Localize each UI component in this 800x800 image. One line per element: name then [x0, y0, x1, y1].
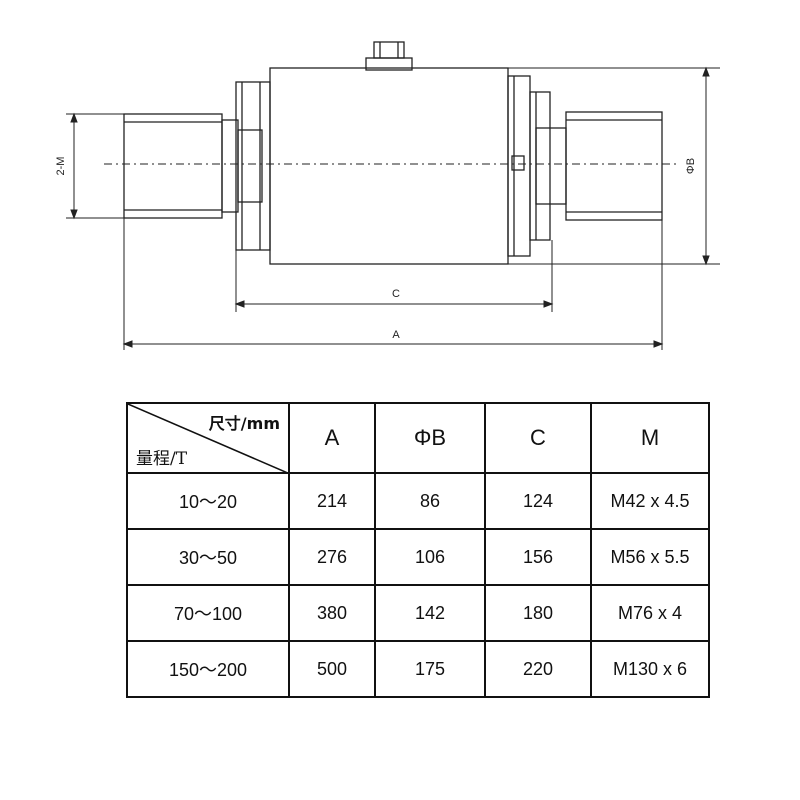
left-flange [235, 81, 271, 251]
cell-b: 86 [374, 472, 486, 530]
left-collar [237, 129, 263, 203]
dim-label-a: A [392, 329, 400, 341]
cell-m: M76 x 4 [590, 584, 710, 642]
cell-b: 175 [374, 640, 486, 698]
cell-a: 500 [288, 640, 376, 698]
top-nut-cap [373, 41, 405, 59]
corner-label-range: 量程/T [136, 449, 188, 469]
corner-label-dimensions: 尺寸/mm [208, 414, 280, 433]
spec-table: 尺寸/mm 量程/T A ΦB C M 10～20 214 86 124 M42… [126, 402, 710, 698]
cell-m: M130 x 6 [590, 640, 710, 698]
dim-label-b: ΦB [685, 158, 697, 174]
header-a: A [288, 402, 376, 474]
cell-c: 156 [484, 528, 592, 586]
technical-drawing: 2-M ΦB C A [55, 41, 720, 350]
cell-b: 142 [374, 584, 486, 642]
cell-range: 150～200 [126, 640, 290, 698]
table-corner-cell: 尺寸/mm 量程/T [126, 402, 290, 474]
cell-a: 380 [288, 584, 376, 642]
right-flange-2 [529, 91, 551, 241]
right-collar [535, 127, 567, 205]
header-c: C [484, 402, 592, 474]
table-header-row: 尺寸/mm 量程/T A ΦB C M [126, 402, 710, 474]
cell-c: 180 [484, 584, 592, 642]
cell-m: M42 x 4.5 [590, 472, 710, 530]
cell-a: 276 [288, 528, 376, 586]
cell-c: 124 [484, 472, 592, 530]
table-row: 30～50 276 106 156 M56 x 5.5 [126, 528, 710, 586]
table-row: 70～100 380 142 180 M76 x 4 [126, 584, 710, 642]
dim-label-c: C [392, 288, 400, 300]
cell-range: 30～50 [126, 528, 290, 586]
table-row: 150～200 500 175 220 M130 x 6 [126, 640, 710, 698]
header-m: M [590, 402, 710, 474]
right-marker [511, 155, 525, 171]
table-row: 10～20 214 86 124 M42 x 4.5 [126, 472, 710, 530]
cell-b: 106 [374, 528, 486, 586]
header-b: ΦB [374, 402, 486, 474]
corner-diagonal [128, 404, 290, 474]
cell-range: 10～20 [126, 472, 290, 530]
right-flange [507, 75, 531, 257]
cell-c: 220 [484, 640, 592, 698]
dim-label-m: 2-M [55, 157, 67, 176]
right-thread [565, 111, 663, 221]
main-body [269, 67, 509, 265]
cell-m: M56 x 5.5 [590, 528, 710, 586]
left-thread [123, 113, 223, 219]
cell-a: 214 [288, 472, 376, 530]
cell-range: 70～100 [126, 584, 290, 642]
